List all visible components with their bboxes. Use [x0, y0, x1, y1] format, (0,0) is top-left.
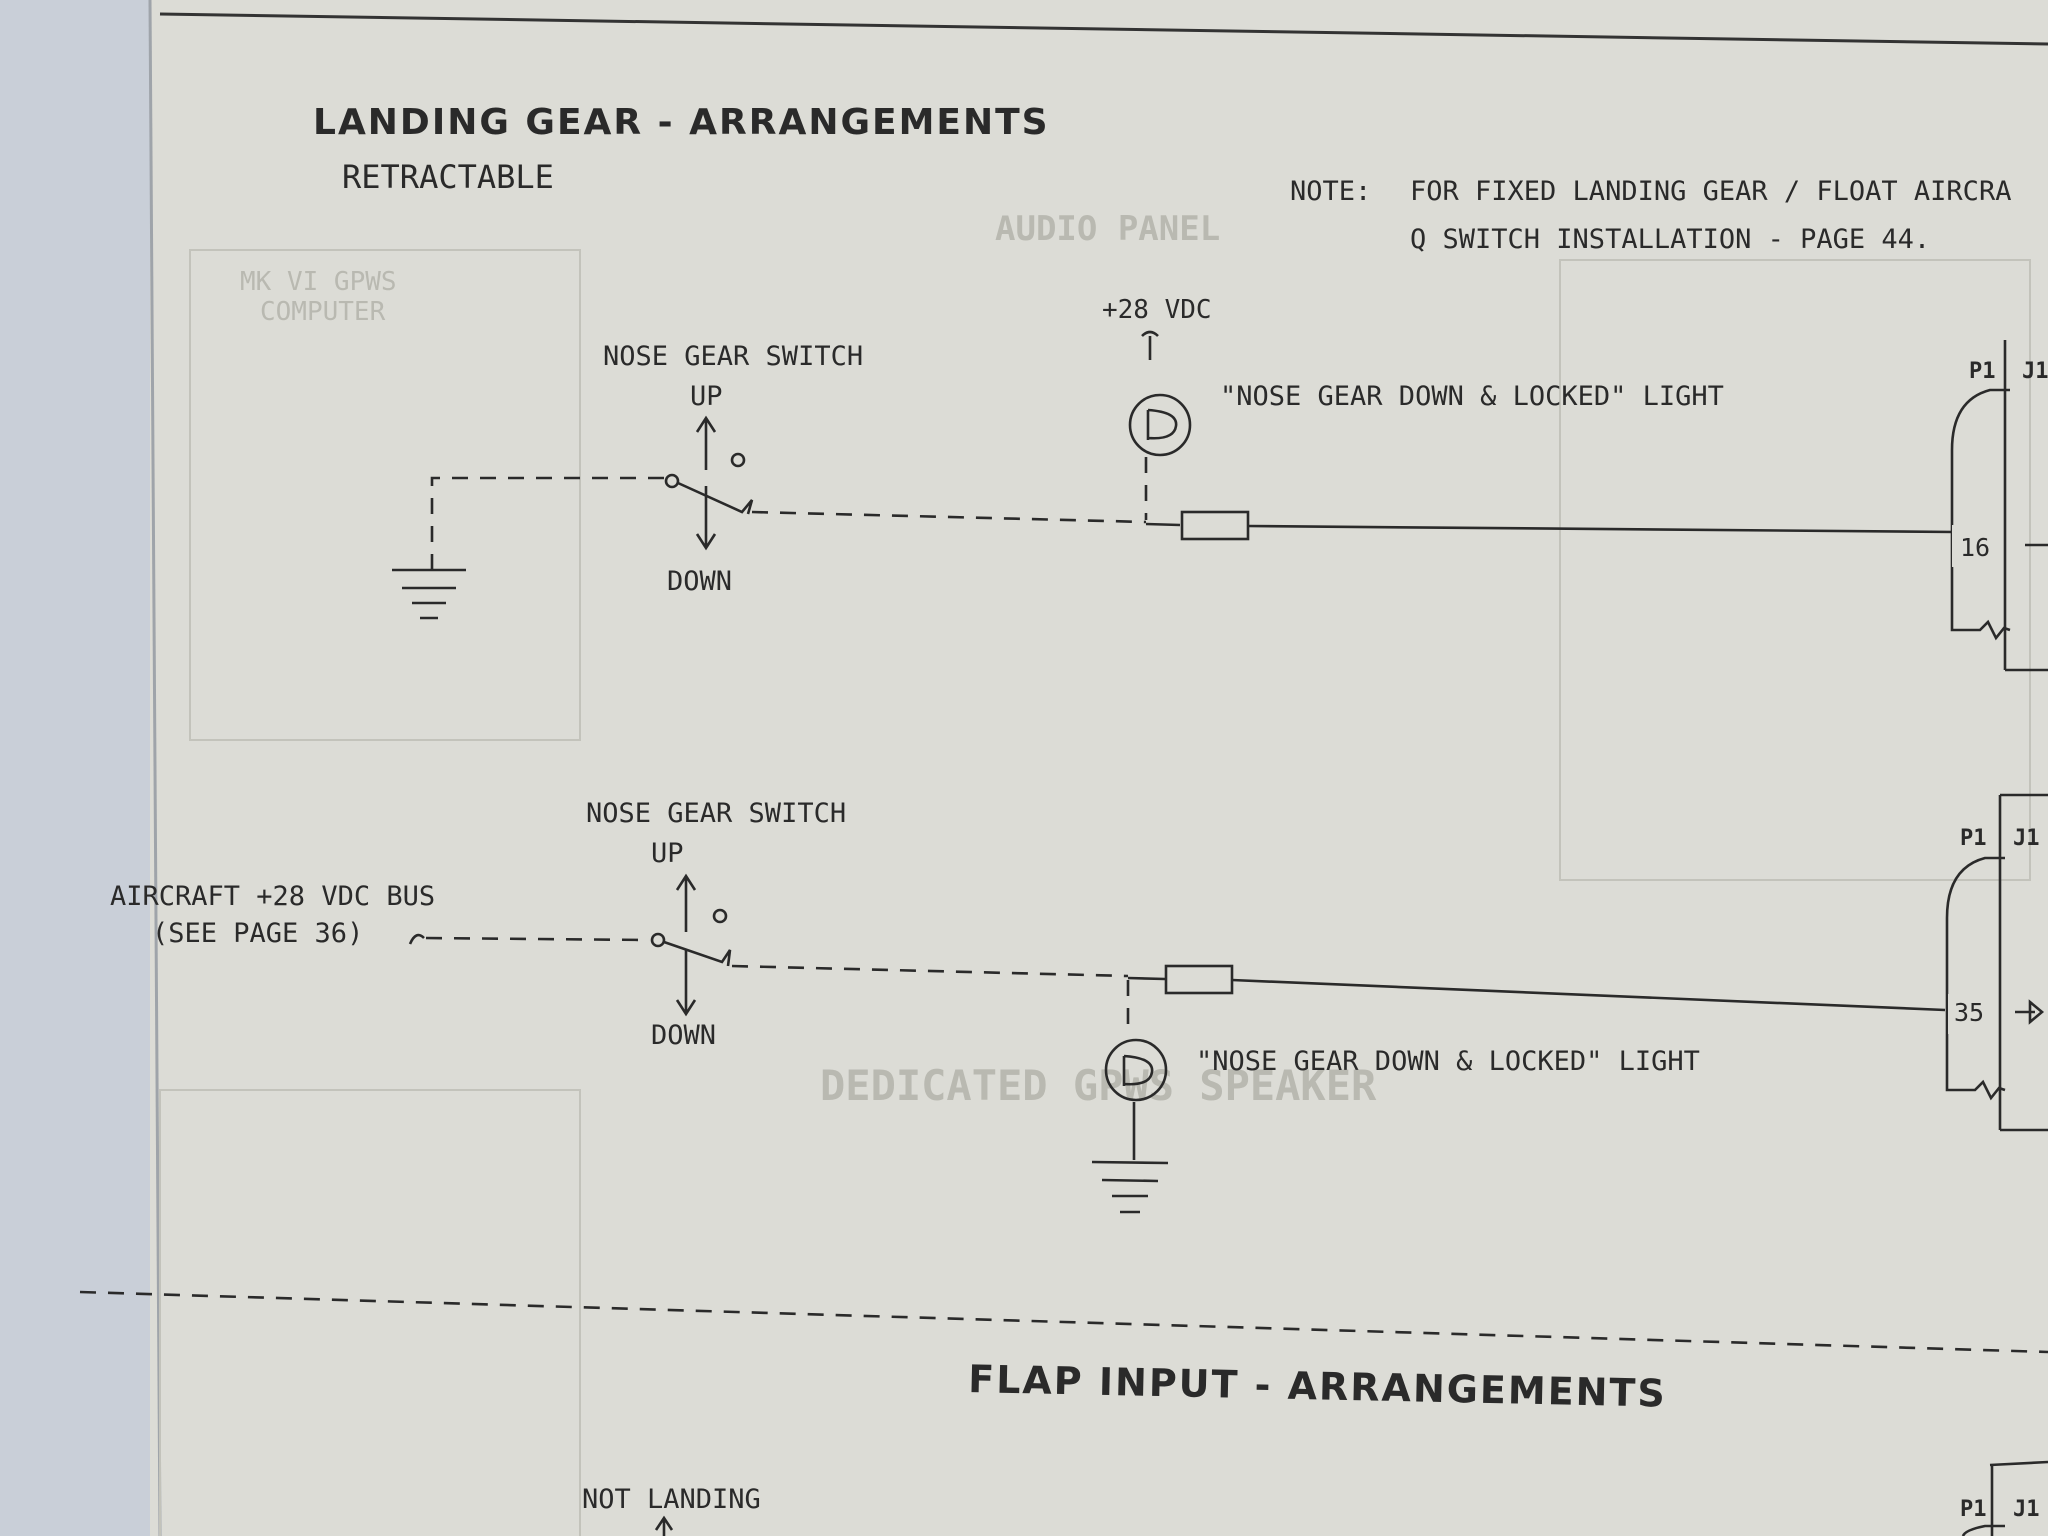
resistor-lead-left — [1127, 976, 1166, 981]
switch-down-label: DOWN — [667, 566, 732, 597]
ghost-computer-label: MK VI GPWS — [240, 267, 397, 297]
switch-label: NOSE GEAR SWITCH — [603, 341, 863, 372]
switch-output-lead — [731, 964, 1129, 978]
switch-up-label: UP — [690, 381, 723, 412]
circuit-1: +28 VDC "NOSE GEAR DOWN & LOCKED" LIGHT … — [392, 295, 2048, 672]
ghost-computer-label-2: COMPUTER — [260, 297, 386, 327]
supply-label: +28 VDC — [1102, 295, 1212, 325]
switch-output-lead — [751, 510, 1147, 524]
page-edge — [148, 0, 162, 1536]
switch-label: NOSE GEAR SWITCH — [586, 798, 846, 829]
note-line-1: FOR FIXED LANDING GEAR / FLOAT AIRCRA — [1410, 176, 2011, 207]
bus-label: AIRCRAFT +28 VDC BUS — [110, 881, 435, 912]
bus-terminal-icon — [408, 933, 425, 945]
subtitle: RETRACTABLE — [342, 158, 554, 196]
bus-lead — [425, 936, 651, 942]
pin-35-arrow-icon — [2015, 999, 2045, 1025]
resistor-icon — [1164, 964, 1234, 995]
ghost-audio-panel: AUDIO PANEL — [995, 209, 1220, 249]
circuit-2: NOSE GEAR SWITCH UP DOWN AIRCRAFT +28 VD… — [110, 793, 2048, 1214]
ground-symbol-icon — [1091, 1160, 1169, 1214]
switch-blade-icon — [663, 940, 732, 967]
note-label: NOTE: — [1290, 176, 1371, 207]
ground-lead — [430, 476, 664, 570]
section-divider — [79, 1290, 2048, 1354]
switch-down-label: DOWN — [651, 1020, 716, 1051]
switch-pivot — [650, 932, 666, 948]
connector-housing — [1950, 388, 2011, 641]
connector-j1-label: J1 — [2013, 826, 2040, 851]
pin-16-label: 16 — [1960, 533, 1990, 562]
connector-p1-label: P1 — [1960, 1497, 1987, 1522]
bleed-through — [159, 249, 2031, 1536]
not-landing-label: NOT LANDING — [582, 1484, 761, 1515]
up-contact — [730, 452, 746, 468]
switch-blade-icon — [677, 481, 754, 515]
indicator-lamp-icon — [1128, 393, 1192, 457]
page-edge-shadow — [0, 0, 150, 1536]
indicator-lamp-icon — [1104, 1038, 1168, 1102]
up-arrow-icon — [695, 415, 717, 470]
main-title: LANDING GEAR - ARRANGEMENTS — [313, 102, 1050, 143]
wire-to-pin-35 — [1231, 978, 1946, 1012]
circuit-3: P1 J1 — [1960, 1460, 2048, 1536]
bus-ref-label: (SEE PAGE 36) — [152, 918, 363, 949]
connector-housing — [1961, 1524, 2005, 1536]
note-line-2: Q SWITCH INSTALLATION - PAGE 44. — [1410, 224, 1930, 255]
supply-terminal-icon — [1141, 330, 1159, 360]
light-label: "NOSE GEAR DOWN & LOCKED" LIGHT — [1196, 1046, 1700, 1077]
wire-to-pin-16 — [1247, 524, 1956, 534]
switch-up-label: UP — [651, 838, 684, 869]
ghost-dedicated-speaker: DEDICATED GPWS SPEAKER — [820, 1061, 1377, 1110]
resistor-lead-left — [1145, 522, 1181, 527]
flap-up-arrow-icon — [654, 1515, 674, 1536]
connector-housing — [1945, 856, 2006, 1101]
connector-j1-label: J1 — [2022, 359, 2048, 384]
connector-p1-label: P1 — [1969, 359, 1996, 384]
connector-top — [1989, 1460, 2048, 1467]
resistor-icon — [1180, 510, 1250, 541]
ground-symbol-icon — [392, 568, 466, 620]
connector-j1-label: J1 — [2013, 1497, 2040, 1522]
up-arrow-icon — [675, 873, 697, 932]
pin-35-label: 35 — [1954, 998, 1984, 1027]
connector-p1-label: P1 — [1960, 826, 1987, 851]
down-arrow-icon — [675, 950, 697, 1017]
up-contact — [712, 908, 728, 924]
light-label: "NOSE GEAR DOWN & LOCKED" LIGHT — [1220, 381, 1724, 412]
switch-pivot — [664, 473, 680, 489]
top-border — [159, 12, 2048, 46]
